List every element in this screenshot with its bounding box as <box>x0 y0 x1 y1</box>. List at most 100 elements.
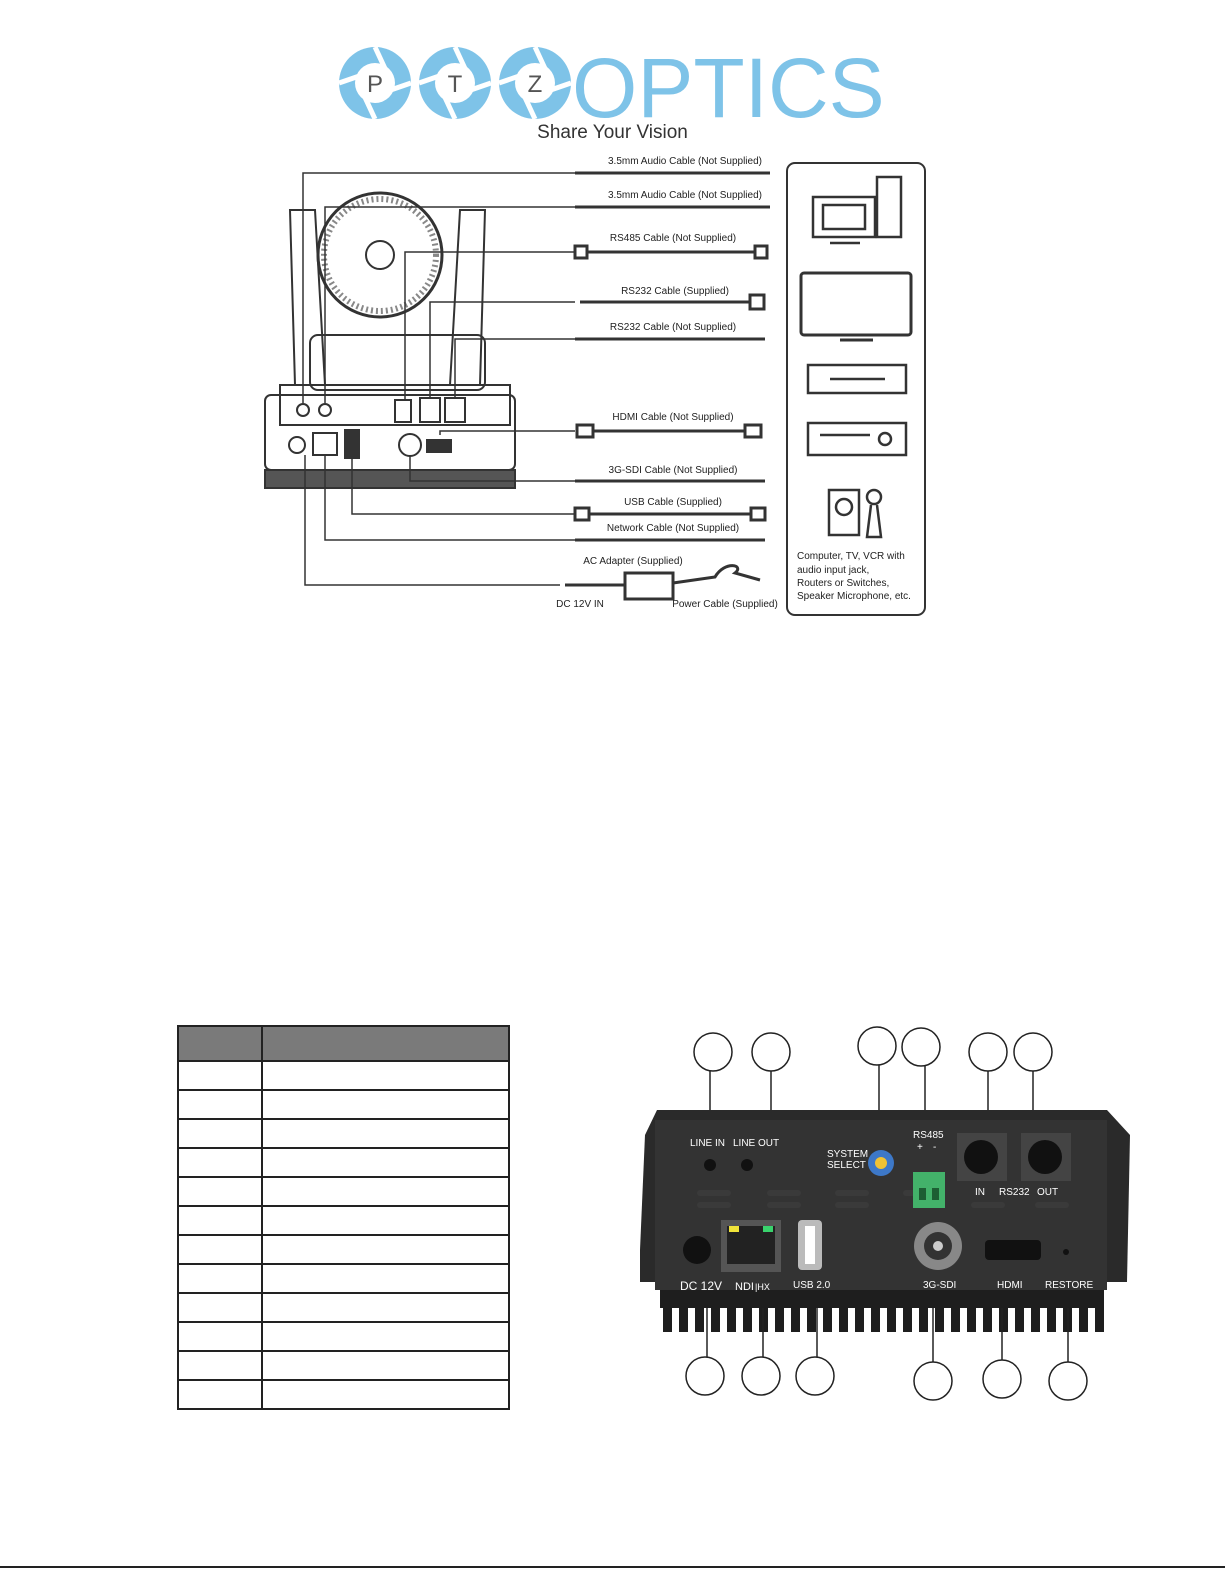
vcr-icon <box>806 363 908 395</box>
table-cell <box>177 1379 263 1410</box>
connection-diagram: 3.5mm Audio Cable (Not Supplied) 3.5mm A… <box>264 156 926 616</box>
logo-aperture-p: P <box>338 45 412 121</box>
footer-rule <box>0 1566 1225 1568</box>
table-row <box>177 1205 510 1236</box>
table-row <box>177 1263 510 1294</box>
heatsink-fin <box>839 1306 848 1332</box>
table-row <box>177 1321 510 1352</box>
heatsink-fin <box>663 1306 672 1332</box>
rs232-in-port <box>964 1140 998 1174</box>
heatsink-fin <box>1047 1306 1056 1332</box>
heatsink-fin <box>743 1306 752 1332</box>
devices-note-line-4: Speaker Microphone, etc. <box>797 591 911 602</box>
table-cell <box>177 1234 263 1265</box>
table-cell <box>177 1118 263 1149</box>
cable-label-usb: USB Cable (Supplied) <box>624 497 722 508</box>
hx-label: |HX <box>755 1282 770 1292</box>
table-cell <box>261 1321 510 1352</box>
line-out-jack <box>741 1159 753 1171</box>
table-cell <box>261 1234 510 1265</box>
table-cell <box>177 1176 263 1207</box>
cable-label-3g-sdi: 3G-SDI Cable (Not Supplied) <box>609 465 738 476</box>
table-header-description <box>261 1025 510 1062</box>
table-cell <box>177 1205 263 1236</box>
table-cell <box>261 1118 510 1149</box>
devices-note-line-2: audio input jack, <box>797 565 869 576</box>
system-select-label-2: SELECT <box>827 1160 866 1171</box>
ptzoptics-logo: P T Z OPTICS <box>338 41 885 135</box>
callout-markers-top <box>693 1026 1053 1072</box>
table-row <box>177 1147 510 1178</box>
port-legend-table <box>177 1025 510 1410</box>
rs485-minus-label: - <box>933 1142 936 1153</box>
table-cell <box>177 1263 263 1294</box>
logo-word: OPTICS <box>572 41 885 135</box>
heatsink-fin <box>711 1306 720 1332</box>
rs232-in-label: IN <box>975 1187 985 1198</box>
table-header-number <box>177 1025 263 1062</box>
table-cell <box>177 1147 263 1178</box>
restore-button <box>1063 1249 1069 1255</box>
rear-panel-illustration: LINE IN LINE OUT SYSTEM SELECT RS485 + -… <box>640 1026 1130 1401</box>
cable-label-network: Network Cable (Not Supplied) <box>607 523 739 534</box>
table-row <box>177 1089 510 1120</box>
line-in-label: LINE IN <box>690 1138 725 1149</box>
heatsink-fin <box>1015 1306 1024 1332</box>
rs232-out-port <box>1028 1140 1062 1174</box>
camera-rear-illustration <box>264 191 516 489</box>
table-cell <box>261 1060 510 1091</box>
heatsink-fin <box>823 1306 832 1332</box>
table-cell <box>261 1263 510 1294</box>
heatsink-fin <box>1095 1306 1104 1332</box>
hdmi-label: HDMI <box>997 1280 1023 1291</box>
rs232-label: RS232 <box>999 1187 1030 1198</box>
table-row <box>177 1118 510 1149</box>
table-cell <box>261 1350 510 1381</box>
devices-panel: Computer, TV, VCR with audio input jack,… <box>786 162 926 616</box>
usb-label: USB 2.0 <box>793 1280 831 1291</box>
heatsink-fin <box>887 1306 896 1332</box>
heatsink-fin <box>951 1306 960 1332</box>
ac-adapter-label: AC Adapter (Supplied) <box>583 556 683 567</box>
line-in-jack <box>704 1159 716 1171</box>
table-cell <box>177 1292 263 1323</box>
devices-note-line-3: Routers or Switches, <box>797 578 889 589</box>
computer-icon <box>811 175 903 245</box>
table-cell <box>261 1292 510 1323</box>
dc-12v-label: DC 12V <box>680 1279 722 1293</box>
cable-label-rs485: RS485 Cable (Not Supplied) <box>610 233 736 244</box>
cable-illustrations <box>565 171 770 601</box>
tv-icon <box>799 271 913 342</box>
connection-lines <box>302 172 575 586</box>
table-cell <box>261 1147 510 1178</box>
heatsink-fin <box>727 1306 736 1332</box>
heatsink-fin <box>1079 1306 1088 1332</box>
heatsink-fins <box>660 1290 1104 1308</box>
heatsink-fin <box>775 1306 784 1332</box>
heatsink-fin <box>903 1306 912 1332</box>
rs485-label: RS485 <box>913 1130 944 1141</box>
table-cell <box>261 1205 510 1236</box>
devices-note-line-1: Computer, TV, VCR with <box>797 551 905 562</box>
table-cell <box>177 1060 263 1091</box>
table-cell <box>177 1089 263 1120</box>
rs232-out-label: OUT <box>1037 1187 1058 1198</box>
table-row <box>177 1234 510 1265</box>
sdi-label: 3G-SDI <box>923 1280 956 1291</box>
dc-in-label: DC 12V IN <box>556 599 604 610</box>
rs485-terminal <box>913 1172 945 1208</box>
heatsink-fin <box>695 1306 704 1332</box>
table-row <box>177 1379 510 1410</box>
table-cell <box>261 1089 510 1120</box>
svg-text:T: T <box>448 71 463 98</box>
cable-label-audio-2: 3.5mm Audio Cable (Not Supplied) <box>608 190 762 201</box>
hdmi-port <box>985 1240 1041 1260</box>
dc-power-jack <box>683 1236 711 1264</box>
heatsink-fin <box>967 1306 976 1332</box>
cable-label-rs232: RS232 Cable (Not Supplied) <box>610 322 736 333</box>
table-row <box>177 1176 510 1207</box>
heatsink-fin <box>999 1306 1008 1332</box>
logo-aperture-t: T <box>418 45 492 121</box>
restore-label: RESTORE <box>1045 1280 1093 1291</box>
heatsink-fin <box>679 1306 688 1332</box>
